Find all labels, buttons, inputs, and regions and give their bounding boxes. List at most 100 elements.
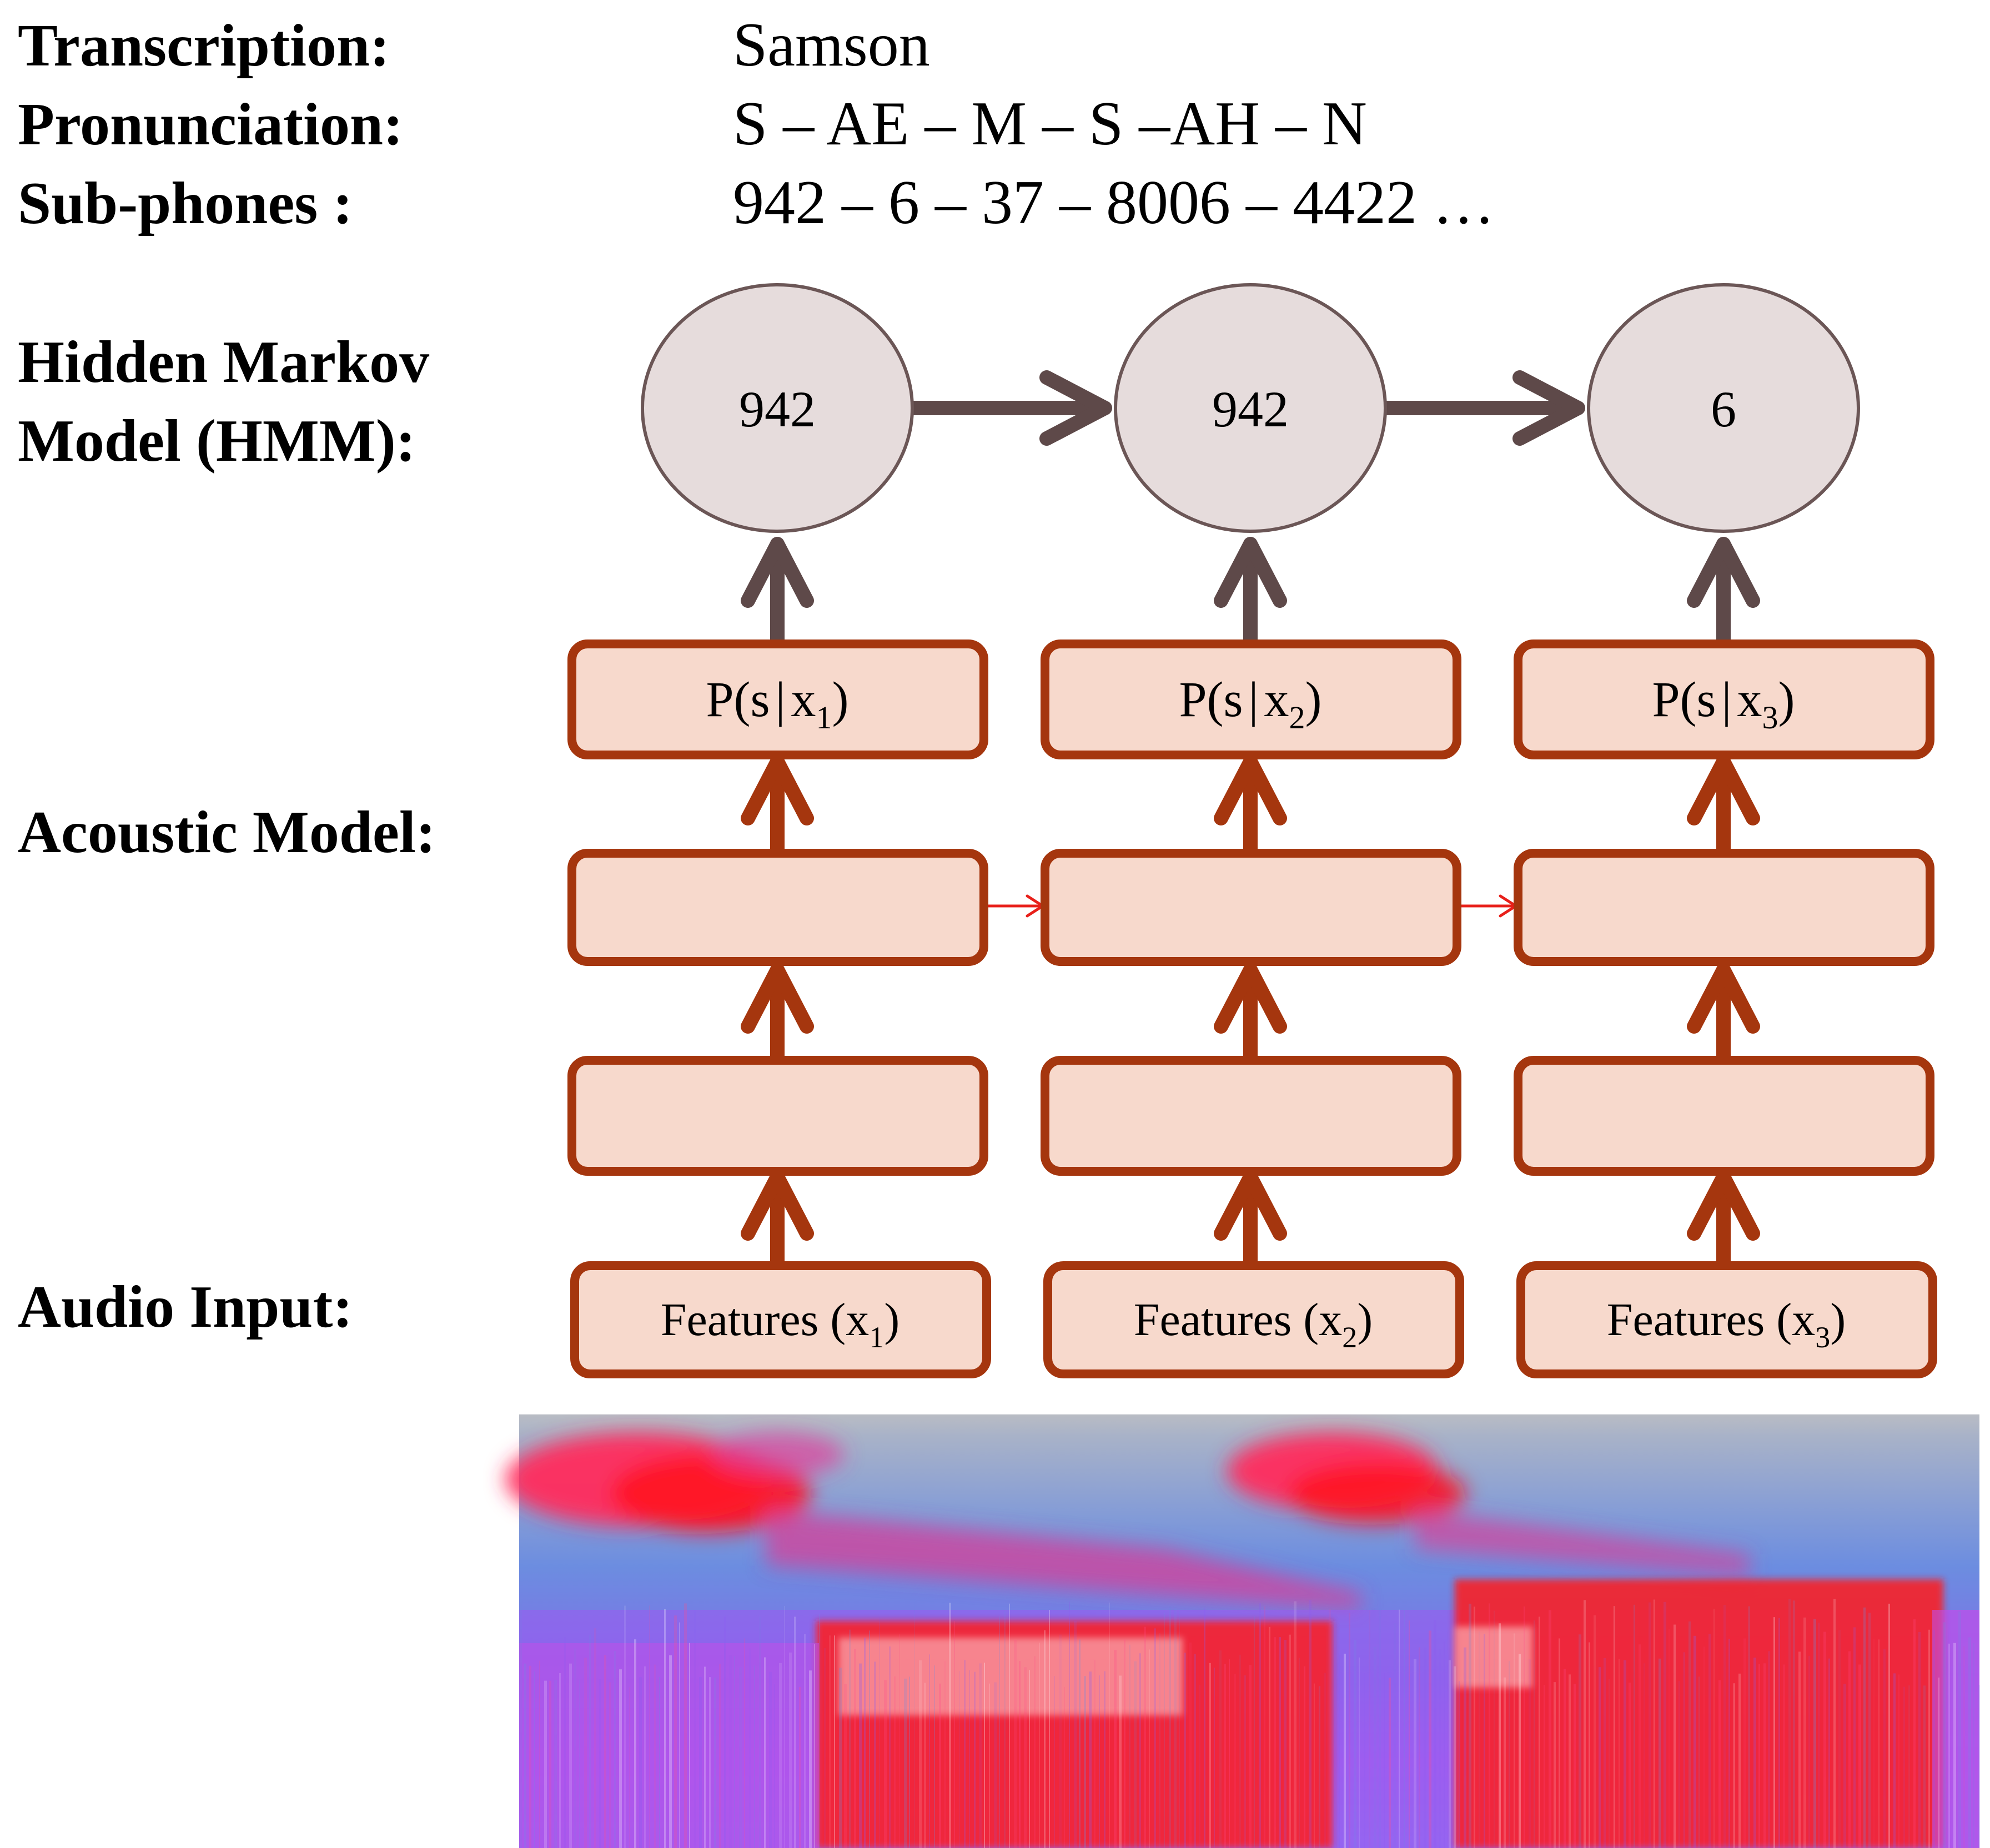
spectrogram-stripe	[1009, 1603, 1010, 1848]
spectrogram-stripe	[1748, 1606, 1750, 1848]
spectrogram-stripe	[639, 1677, 642, 1848]
spectrogram-stripe	[549, 1680, 551, 1848]
spectrogram-stripe	[709, 1677, 711, 1848]
pronunciation-value: S – AE – M – S –AH – N	[733, 89, 1367, 158]
spectrogram-stripe	[624, 1605, 626, 1848]
spectrogram-stripe	[674, 1615, 677, 1848]
spectrogram-stripe	[1369, 1610, 1370, 1848]
spectrogram-stripe	[564, 1636, 566, 1848]
hidden-layer-box	[1514, 1056, 1934, 1176]
svg-text:Features (x2): Features (x2)	[1134, 1294, 1373, 1354]
spectrogram-stripe	[1409, 1620, 1410, 1848]
posterior-divider: |	[776, 672, 786, 727]
spectrogram-stripe	[684, 1603, 687, 1848]
spectrogram-stripe	[1019, 1661, 1021, 1848]
spectrogram-stripe	[579, 1679, 580, 1848]
spectrogram-stripe	[934, 1665, 935, 1848]
spectrogram-stripe	[1214, 1668, 1215, 1848]
spectrogram-stripe	[1414, 1659, 1416, 1848]
spectrogram-stripe	[1659, 1658, 1661, 1848]
hidden-layer-upper	[567, 849, 1934, 966]
spectrogram-stripe	[599, 1679, 601, 1848]
spectrogram-stripe	[929, 1654, 930, 1848]
spectrogram-stripe	[1224, 1664, 1226, 1848]
spectrogram-stripe	[1499, 1623, 1501, 1848]
spectrogram-stripe	[799, 1687, 801, 1848]
spectrogram-stripe	[1514, 1633, 1515, 1848]
spectrogram-stripe	[1139, 1653, 1141, 1848]
spectrogram-stripe	[1574, 1684, 1576, 1848]
spectrogram-stripe	[1913, 1619, 1916, 1848]
spectrogram-stripe	[1763, 1663, 1766, 1848]
spectrogram-stripe	[1349, 1613, 1350, 1848]
spectrogram-stripe	[869, 1630, 870, 1848]
spectrogram-stripe	[904, 1678, 907, 1848]
spectrogram-stripe	[1738, 1673, 1741, 1848]
spectrogram-stripe	[1189, 1642, 1192, 1848]
posterior-prefix: P(s	[1179, 672, 1243, 727]
spectrogram-stripe	[1624, 1660, 1626, 1848]
spectrogram-stripe	[1594, 1615, 1596, 1848]
spectrogram-stripe	[1698, 1676, 1700, 1848]
spectrogram-stripe	[1629, 1683, 1631, 1848]
spectrogram-stripe	[1644, 1663, 1645, 1848]
spectrogram-stripe	[1254, 1616, 1255, 1848]
spectrogram-stripe	[1234, 1674, 1236, 1848]
spectrogram-stripe	[704, 1666, 706, 1848]
spectrogram-stripe	[659, 1677, 660, 1848]
hmm-state-label: 6	[1711, 381, 1736, 437]
posterior-boxes: P(s|x1) P(s|x2) P(s|x3)	[567, 640, 1934, 759]
spectrogram-stripe	[1733, 1683, 1735, 1848]
spectrogram-stripe	[949, 1603, 951, 1848]
spectrogram-stripe	[784, 1605, 785, 1848]
spectrogram-stripe	[1159, 1633, 1160, 1848]
spectrogram-stripe	[839, 1668, 842, 1848]
hmm-state-label: 942	[739, 381, 816, 437]
spectrogram-stripe	[894, 1676, 896, 1848]
spectrogram-stripe	[1963, 1646, 1965, 1848]
spectrogram-stripe	[604, 1655, 606, 1848]
spectrogram-stripe	[1484, 1634, 1485, 1848]
spectrogram-stripe	[1818, 1623, 1820, 1848]
spectrogram-stripe	[954, 1621, 955, 1848]
svg-text:P(s|x2): P(s|x2)	[1179, 672, 1321, 736]
spectrogram-stripe	[1084, 1676, 1086, 1848]
spectrogram-stripe	[1389, 1678, 1391, 1848]
spectrogram-stripe	[594, 1628, 596, 1848]
spectrogram-stripe	[1134, 1661, 1137, 1848]
spectrogram-stripe	[1923, 1685, 1926, 1848]
posterior-prefix: P(s	[1652, 672, 1716, 727]
spectrogram-stripe	[944, 1661, 946, 1848]
spectrogram-stripe	[974, 1671, 976, 1848]
spectrogram-stripe	[584, 1658, 587, 1848]
spectrogram-stripe	[864, 1638, 866, 1848]
spectrogram-stripe	[529, 1665, 531, 1848]
spectrogram-stripe	[1703, 1646, 1705, 1848]
svg-text:Features (x3): Features (x3)	[1607, 1294, 1846, 1354]
posterior-subscript: 1	[816, 699, 832, 736]
spectrogram-stripe	[734, 1656, 735, 1848]
spectrogram-stripe	[1519, 1654, 1521, 1848]
spectrogram-stripe	[1444, 1641, 1445, 1848]
spectrogram-stripe	[1893, 1673, 1896, 1848]
spectrogram-stripe	[1589, 1642, 1590, 1848]
spectrogram-stripe	[1304, 1666, 1305, 1848]
posterior-box: P(s|x2)	[1041, 640, 1461, 759]
spectrogram-stripe	[1918, 1632, 1921, 1848]
spectrogram-energy	[505, 1432, 1749, 1610]
spectrogram-stripe	[1504, 1677, 1506, 1848]
spectrogram-stripe	[1968, 1637, 1971, 1848]
feature-label: Features (x	[1607, 1294, 1816, 1346]
svg-text:P(s|x3): P(s|x3)	[1652, 672, 1795, 736]
transcription-value: Samson	[733, 11, 930, 79]
posterior-divider: |	[1722, 672, 1732, 727]
spectrogram-stripe	[1289, 1634, 1291, 1848]
spectrogram-stripe	[1199, 1684, 1200, 1848]
spectrogram-stripe	[1029, 1670, 1030, 1848]
spectrogram-stripe	[919, 1660, 922, 1848]
spectrogram-stripe	[1174, 1607, 1177, 1848]
spectrogram-stripe	[939, 1683, 941, 1848]
spectrogram-stripe	[1374, 1646, 1376, 1848]
spectrogram-stripe	[1554, 1682, 1556, 1848]
spectrogram-stripe	[629, 1687, 630, 1848]
